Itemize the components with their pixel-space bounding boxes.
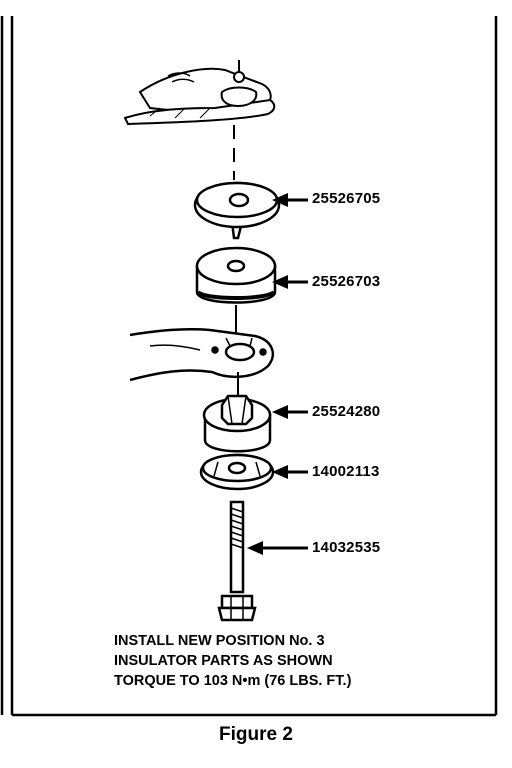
part-number-label-3: 25524280 bbox=[312, 403, 381, 420]
lower-retainer-washer bbox=[199, 453, 275, 491]
part-number-label-5: 14032535 bbox=[312, 539, 381, 556]
figure-border bbox=[0, 16, 498, 717]
installation-note-line-3: TORQUE TO 103 N•m (76 LBS. FT.) bbox=[114, 673, 352, 689]
part-number-label-2: 25526703 bbox=[312, 273, 381, 290]
installation-note: INSTALL NEW POSITION No. 3 INSULATOR PAR… bbox=[114, 631, 351, 691]
part-number-label-1: 25526705 bbox=[312, 190, 381, 207]
figure-caption: Figure 2 bbox=[219, 724, 293, 745]
installation-note-line-1: INSTALL NEW POSITION No. 3 bbox=[114, 633, 325, 649]
lower-insulator bbox=[202, 394, 272, 453]
installation-note-line-2: INSULATOR PARTS AS SHOWN bbox=[114, 653, 333, 669]
part-number-label-4: 14002113 bbox=[312, 463, 380, 480]
body-bracket bbox=[123, 60, 276, 126]
upper-retainer-washer bbox=[193, 181, 281, 240]
leader-arrows bbox=[247, 193, 308, 555]
upper-insulator bbox=[195, 246, 277, 304]
mounting-bolt bbox=[217, 500, 257, 622]
frame-arm bbox=[129, 327, 275, 382]
